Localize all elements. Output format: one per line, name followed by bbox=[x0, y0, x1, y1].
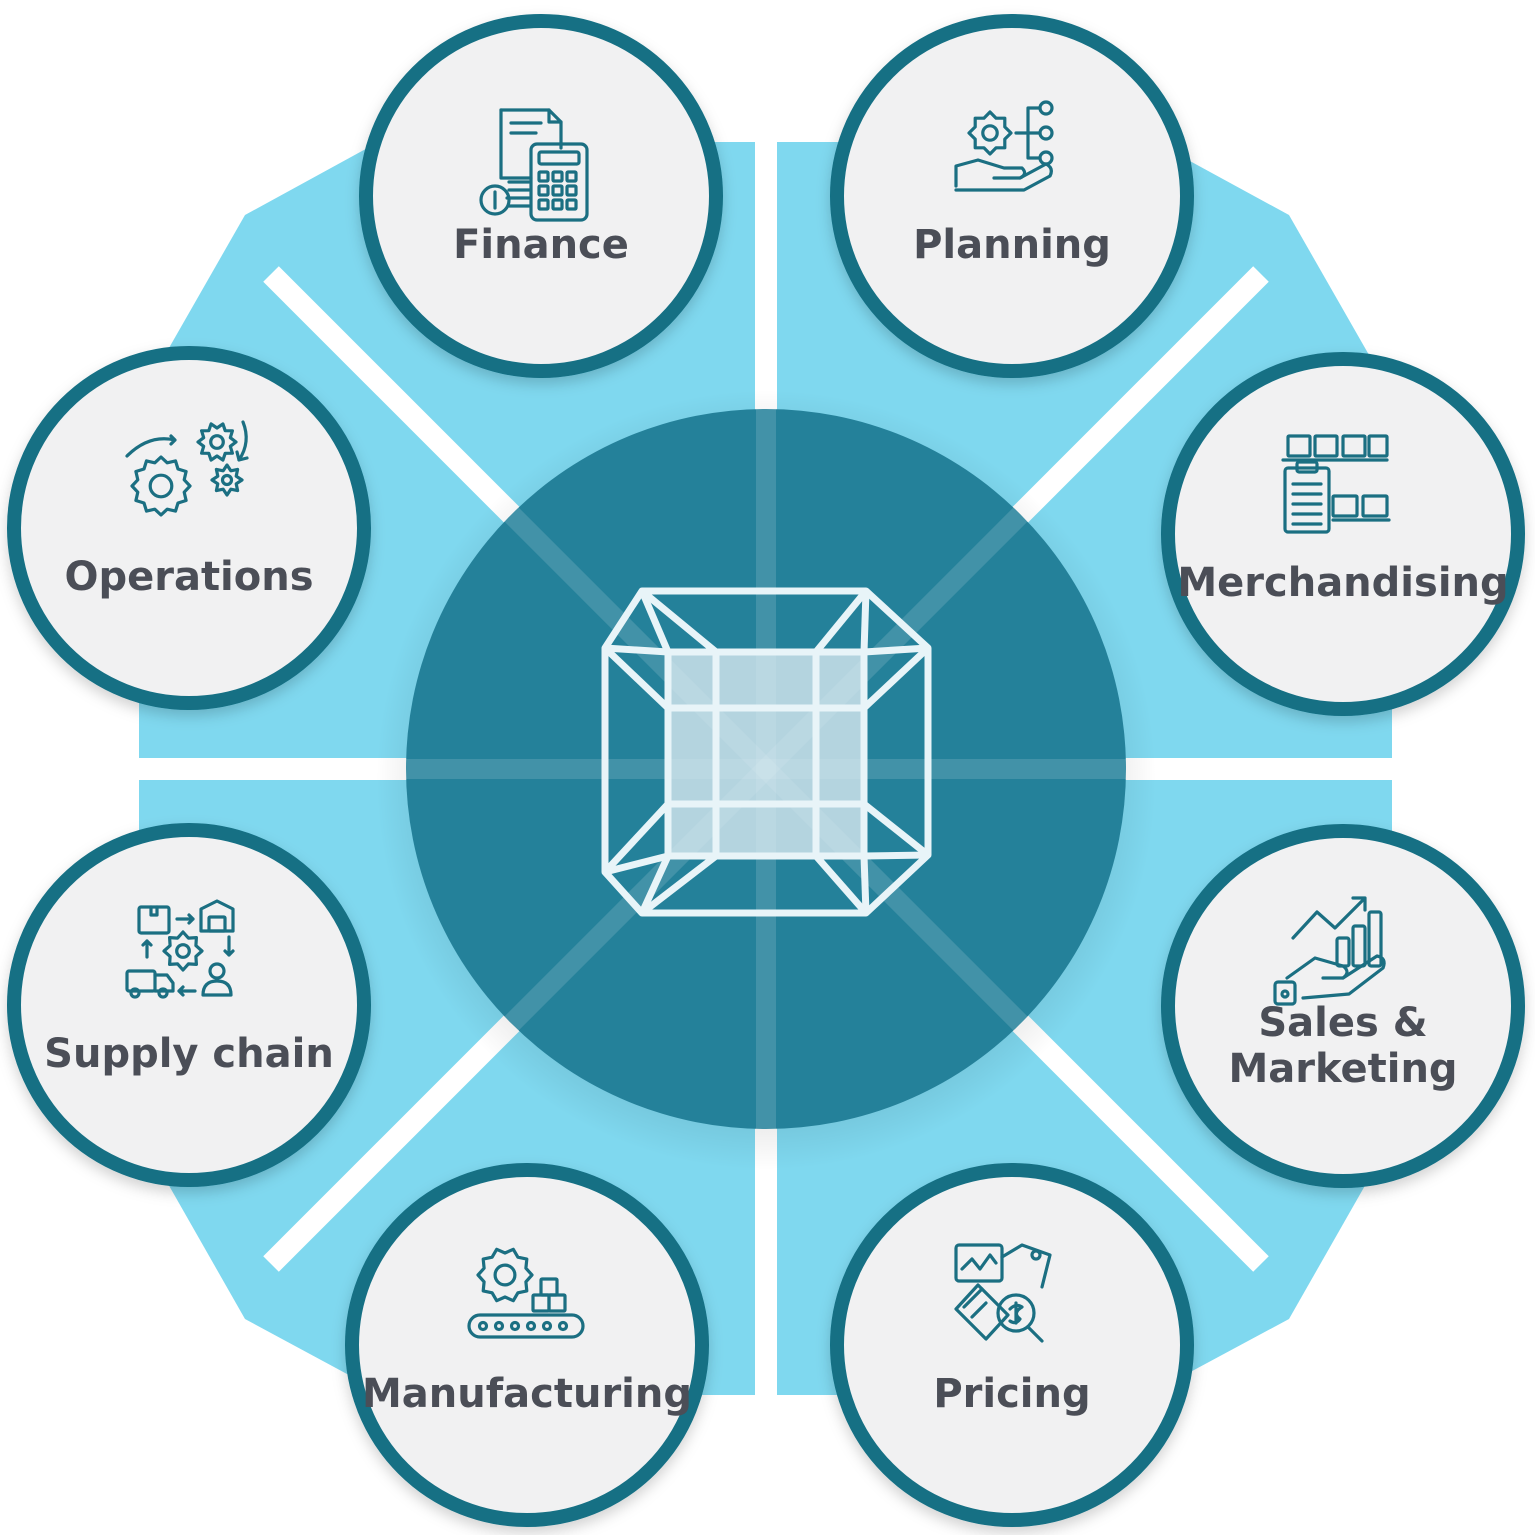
cube-edge bbox=[863, 851, 929, 860]
node-label-operations: Operations bbox=[64, 554, 313, 600]
node-circle bbox=[345, 1163, 709, 1527]
node-label-finance: Finance bbox=[453, 222, 629, 268]
node-merchandising: Merchandising bbox=[1161, 352, 1525, 716]
node-sales-marketing: Sales &Marketing bbox=[1161, 824, 1525, 1188]
node-finance: Finance bbox=[359, 14, 723, 378]
sales-growth-hand-icon bbox=[1273, 896, 1386, 1006]
cube-edge bbox=[860, 855, 870, 914]
cube-edge bbox=[813, 588, 869, 655]
node-label-pricing: Pricing bbox=[933, 1371, 1090, 1417]
node-circle bbox=[7, 346, 371, 710]
cube-edge bbox=[639, 588, 719, 655]
node-manufacturing: Manufacturing bbox=[345, 1163, 709, 1527]
cube-edge bbox=[813, 853, 869, 916]
node-label-supply-chain: Supply chain bbox=[44, 1031, 334, 1077]
node-circle bbox=[1161, 352, 1525, 716]
node-operations: Operations bbox=[7, 346, 371, 710]
node-label-planning: Planning bbox=[913, 222, 1111, 268]
node-circle bbox=[830, 14, 1194, 378]
node-label-merchandising: Merchandising bbox=[1177, 560, 1508, 606]
cube-edge bbox=[860, 590, 870, 653]
manufacturing-conveyor-gear-icon bbox=[467, 1247, 585, 1339]
node-label-manufacturing: Manufacturing bbox=[362, 1371, 692, 1417]
node-circle bbox=[7, 823, 371, 1187]
cube-edge bbox=[861, 801, 931, 858]
cube-edge bbox=[638, 854, 672, 915]
cube-edge bbox=[638, 589, 672, 654]
cube-edge bbox=[861, 645, 931, 711]
node-circle bbox=[830, 1163, 1194, 1527]
cube-edge bbox=[639, 853, 719, 916]
node-supply-chain: Supply chain bbox=[7, 823, 371, 1187]
cube-edge bbox=[863, 644, 929, 656]
cube-edge bbox=[602, 645, 671, 711]
hypercube-icon bbox=[601, 587, 932, 917]
pricing-chart-dollar-icon bbox=[954, 1243, 1052, 1343]
cube-edge bbox=[604, 852, 669, 876]
node-planning: Planning bbox=[830, 14, 1194, 378]
node-label-sales-marketing-line-1: Sales & bbox=[1258, 1000, 1427, 1046]
cube-edge bbox=[602, 801, 671, 875]
node-label-sales-marketing-line-2: Marketing bbox=[1228, 1046, 1457, 1092]
finance-calculator-icon bbox=[479, 108, 589, 222]
merchandising-shelf-clipboard-icon bbox=[1281, 434, 1391, 534]
node-circle bbox=[1161, 824, 1525, 1188]
central-hub bbox=[376, 390, 1156, 1170]
cube-edge bbox=[604, 644, 669, 656]
cube-inner-face bbox=[668, 652, 864, 856]
node-pricing: Pricing bbox=[830, 1163, 1194, 1527]
planning-hand-gear-icon bbox=[954, 100, 1054, 192]
operations-gears-icon bbox=[125, 420, 249, 517]
supply-chain-cycle-icon bbox=[125, 899, 235, 999]
